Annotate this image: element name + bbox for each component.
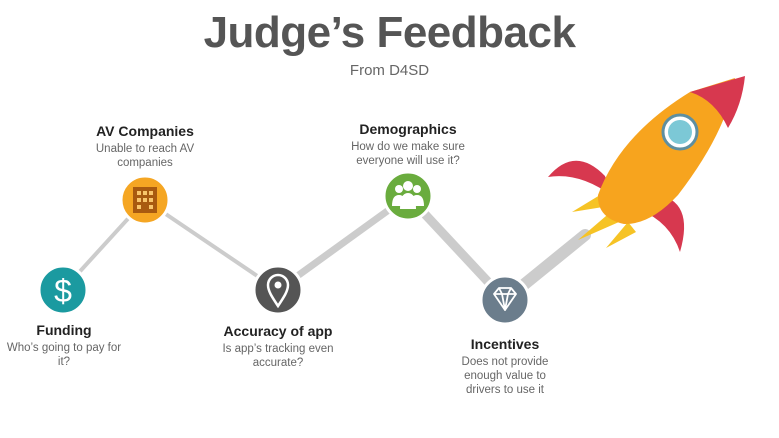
heading-incentives: Incentives [470,336,540,352]
connector-2 [143,198,280,292]
rocket-nose [690,76,745,128]
heading-av-companies: AV Companies [96,123,194,139]
node-av-companies [119,174,171,226]
node-demographics [382,170,434,222]
node-incentives [479,274,531,326]
heading-accuracy: Accuracy of app [223,323,333,339]
rocket-flame-3 [606,222,636,248]
description-accuracy: Is app’s tracking even accurate? [222,343,334,369]
rocket-window-glass [668,120,692,144]
page-subtitle: From D4SD [349,62,430,79]
connector-3 [274,192,412,294]
description-incentives: Does not provide enough value to drivers… [461,356,549,396]
rocket-body [597,78,735,225]
label-funding: Funding Who’s going to pay for it? [0,322,128,369]
description-av-companies: Unable to reach AV companies [95,143,195,169]
node-funding: $ [37,264,89,316]
rocket-icon [548,76,745,252]
page-title: Judge’s Feedback [203,8,576,57]
description-demographics: How do we make sure everyone will use it… [351,141,465,167]
dollar-icon: $ [54,273,72,309]
description-funding: Who’s going to pay for it? [6,342,122,368]
node-accuracy [252,264,304,316]
diamond-icon [493,287,517,311]
label-demographics: Demographics How do we make sure everyon… [343,121,473,168]
label-accuracy: Accuracy of app Is app’s tracking even a… [208,323,348,370]
heading-funding: Funding [36,322,92,338]
label-incentives: Incentives Does not provide enough value… [450,336,560,397]
rocket-fin-left [548,160,612,196]
rocket-flame-1 [572,195,603,212]
heading-demographics: Demographics [359,121,457,137]
people-icon [392,181,424,209]
map-pin-icon [266,273,290,309]
label-av-companies: AV Companies Unable to reach AV companie… [85,123,205,170]
building-icon [133,187,157,213]
